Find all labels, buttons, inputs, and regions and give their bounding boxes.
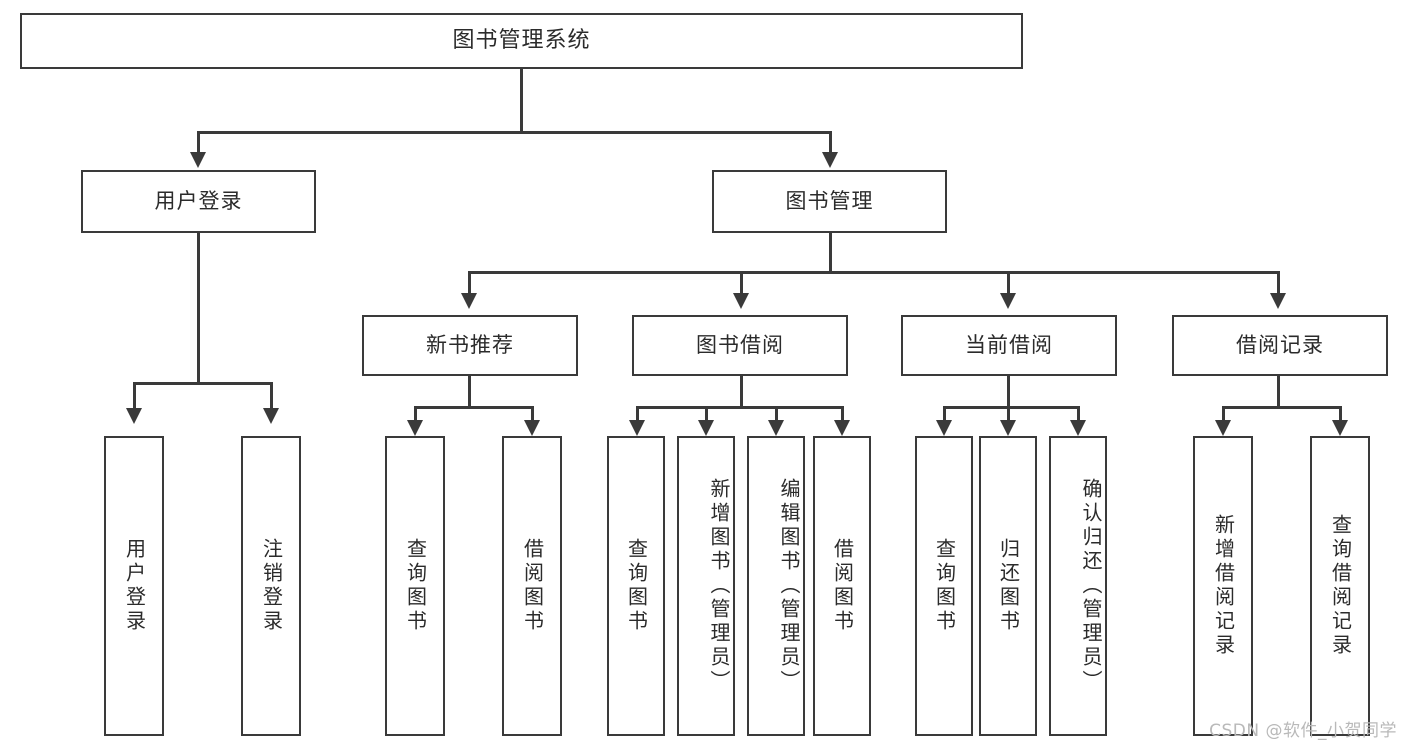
node-label: 图书管理系统: [452, 27, 591, 53]
connector-book-borrow-leaf1: [636, 406, 639, 422]
node-label: 查询图书: [403, 538, 428, 634]
connector-user-login-to-leaf2: [270, 382, 273, 410]
leaf-user-login-logout[interactable]: 注销登录: [241, 436, 301, 736]
node-label: 注销登录: [259, 538, 284, 634]
connector-to-new-book: [468, 271, 471, 295]
leaf-user-login-login[interactable]: 用户登录: [104, 436, 164, 736]
connector-current-borrow-bar: [943, 406, 1080, 409]
connector-user-login-to-leaf1: [133, 382, 136, 410]
node-label: 编辑图书（管理员）: [777, 478, 801, 694]
leaf-current-borrow-return-book[interactable]: 归还图书: [979, 436, 1037, 736]
connector-user-login-bar: [133, 382, 273, 385]
connector-current-borrow-leaf3: [1077, 406, 1080, 422]
leaf-borrow-record-query-record[interactable]: 查询借阅记录: [1310, 436, 1370, 736]
connector-root-bar: [197, 131, 832, 134]
connector-current-borrow-leaf1: [943, 406, 946, 422]
leaf-new-book-borrow-book[interactable]: 借阅图书: [502, 436, 562, 736]
node-new-book-recommend[interactable]: 新书推荐: [362, 315, 578, 376]
node-label: 归还图书: [996, 538, 1021, 634]
node-book-borrow[interactable]: 图书借阅: [632, 315, 848, 376]
connector-new-book-bar: [414, 406, 534, 409]
node-label: 用户登录: [154, 188, 243, 213]
node-label: 借阅图书: [520, 538, 545, 634]
connector-book-borrow-leaf3: [775, 406, 778, 422]
connector-root-trunk: [520, 69, 523, 131]
connector-borrow-record-leaf1: [1222, 406, 1225, 422]
arrow-icon-root-to-book-manage: [822, 152, 838, 168]
node-label: 图书管理: [785, 188, 874, 213]
connector-book-borrow-leaf4: [841, 406, 844, 422]
arrow-icon-current-borrow-leaf2: [1000, 420, 1016, 436]
connector-to-current-borrow: [1007, 271, 1010, 295]
arrow-icon-to-current-borrow: [1000, 293, 1016, 309]
arrow-icon-book-borrow-leaf1: [629, 420, 645, 436]
node-label: 当前借阅: [965, 332, 1053, 357]
node-label: 图书借阅: [696, 332, 784, 357]
arrow-icon-to-book-borrow: [733, 293, 749, 309]
node-book-management[interactable]: 图书管理: [712, 170, 947, 233]
leaf-current-borrow-confirm-return[interactable]: 确认归还（管理员）: [1049, 436, 1107, 736]
connector-to-borrow-record: [1277, 271, 1280, 295]
connector-current-borrow-leaf2: [1007, 406, 1010, 422]
arrow-icon-borrow-record-leaf1: [1215, 420, 1231, 436]
connector-current-borrow-trunk: [1007, 376, 1010, 406]
connector-root-to-book-manage: [829, 131, 832, 155]
connector-root-to-user-login: [197, 131, 200, 155]
arrow-icon-book-borrow-leaf2: [698, 420, 714, 436]
leaf-book-borrow-add-book[interactable]: 新增图书（管理员）: [677, 436, 735, 736]
connector-borrow-record-trunk: [1277, 376, 1280, 406]
node-label: 查询图书: [932, 538, 957, 634]
arrow-icon-book-borrow-leaf4: [834, 420, 850, 436]
node-current-borrow[interactable]: 当前借阅: [901, 315, 1117, 376]
arrow-icon-current-borrow-leaf3: [1070, 420, 1086, 436]
leaf-current-borrow-query-book[interactable]: 查询图书: [915, 436, 973, 736]
node-label: 借阅图书: [830, 538, 855, 634]
node-label: 查询图书: [624, 538, 649, 634]
arrow-icon-user-login-leaf2: [263, 408, 279, 424]
arrow-icon-book-borrow-leaf3: [768, 420, 784, 436]
arrow-icon-root-to-user-login: [190, 152, 206, 168]
node-label: 新书推荐: [426, 332, 514, 357]
connector-book-borrow-bar: [636, 406, 844, 409]
leaf-book-borrow-edit-book[interactable]: 编辑图书（管理员）: [747, 436, 805, 736]
arrow-icon-user-login-leaf1: [126, 408, 142, 424]
node-label: 确认归还（管理员）: [1079, 478, 1103, 694]
node-label: 查询借阅记录: [1328, 514, 1353, 658]
arrow-icon-to-borrow-record: [1270, 293, 1286, 309]
arrow-icon-new-book-leaf1: [407, 420, 423, 436]
connector-new-book-trunk: [468, 376, 471, 406]
node-label: 借阅记录: [1236, 332, 1324, 357]
connector-book-manage-bar: [468, 271, 1280, 274]
node-root-system[interactable]: 图书管理系统: [20, 13, 1023, 69]
leaf-book-borrow-borrow-book[interactable]: 借阅图书: [813, 436, 871, 736]
connector-book-manage-trunk: [829, 233, 832, 271]
connector-to-book-borrow: [740, 271, 743, 295]
connector-new-book-leaf2: [531, 406, 534, 422]
node-user-login[interactable]: 用户登录: [81, 170, 316, 233]
connector-new-book-leaf1: [414, 406, 417, 422]
leaf-new-book-query-book[interactable]: 查询图书: [385, 436, 445, 736]
connector-borrow-record-leaf2: [1339, 406, 1342, 422]
connector-book-borrow-leaf2: [705, 406, 708, 422]
node-label: 新增借阅记录: [1211, 514, 1236, 658]
connector-borrow-record-bar: [1222, 406, 1342, 409]
arrow-icon-to-new-book: [461, 293, 477, 309]
node-label: 用户登录: [122, 538, 147, 634]
connector-user-login-trunk: [197, 233, 200, 382]
leaf-borrow-record-add-record[interactable]: 新增借阅记录: [1193, 436, 1253, 736]
connector-book-borrow-trunk: [740, 376, 743, 406]
leaf-book-borrow-query-book[interactable]: 查询图书: [607, 436, 665, 736]
node-borrow-record[interactable]: 借阅记录: [1172, 315, 1388, 376]
node-label: 新增图书（管理员）: [707, 478, 731, 694]
arrow-icon-current-borrow-leaf1: [936, 420, 952, 436]
arrow-icon-new-book-leaf2: [524, 420, 540, 436]
arrow-icon-borrow-record-leaf2: [1332, 420, 1348, 436]
